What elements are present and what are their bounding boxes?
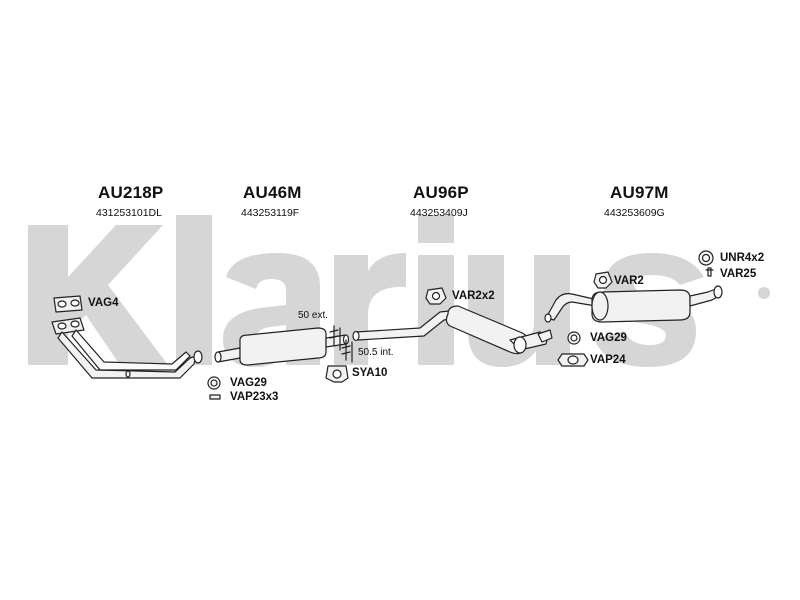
var25-bolt-icon [705, 267, 714, 277]
section-code-au96p: AU96P [413, 183, 469, 202]
fitting-label-var25: VAR25 [720, 268, 757, 280]
section-code-au218p: AU218P [98, 183, 164, 202]
vag29-ring-right-icon [567, 331, 581, 345]
unr4x2-rubber-ring-icon [698, 250, 714, 266]
part-number-au96p: 443253409J [410, 207, 468, 219]
vag29-ring-icon [207, 376, 221, 390]
centre-silencer-au46m [214, 327, 350, 366]
dimension-note-ext: 50 ext. [298, 310, 329, 321]
var2x2-mount-icon [425, 287, 447, 305]
section-code-au46m: AU46M [243, 183, 302, 202]
fitting-label-unr4x2: UNR4x2 [720, 252, 765, 264]
dimension-note-int: 50.5 int. [358, 347, 394, 358]
vag4-gasket-icon [53, 295, 83, 313]
vap24-clamp-icon [557, 353, 589, 367]
fitting-label-var2x2: VAR2x2 [452, 290, 495, 302]
var2-mount-icon [593, 271, 613, 289]
fitting-label-vag29-left: VAG29 [230, 377, 267, 389]
part-number-au97m: 443253609G [604, 207, 665, 219]
sya10-hanger-icon [325, 365, 349, 383]
vap23x3-clamp-icon [209, 394, 221, 400]
middle-pipe-au96p [352, 305, 553, 355]
pipe-end-markers [329, 325, 353, 363]
fitting-label-vag29-right: VAG29 [590, 332, 627, 344]
fitting-label-sya10: SYA10 [352, 367, 388, 379]
fitting-label-vap23x3: VAP23x3 [230, 391, 279, 403]
fitting-label-var2: VAR2 [614, 275, 644, 287]
fitting-label-vag4: VAG4 [88, 297, 119, 309]
part-number-au46m: 443253119F [241, 207, 300, 219]
section-code-au97m: AU97M [610, 183, 669, 202]
fitting-label-vap24: VAP24 [590, 354, 626, 366]
rear-silencer-au97m [544, 285, 723, 323]
front-pipe-au218p [51, 317, 203, 379]
part-number-au218p: 431253101DL [96, 207, 162, 219]
